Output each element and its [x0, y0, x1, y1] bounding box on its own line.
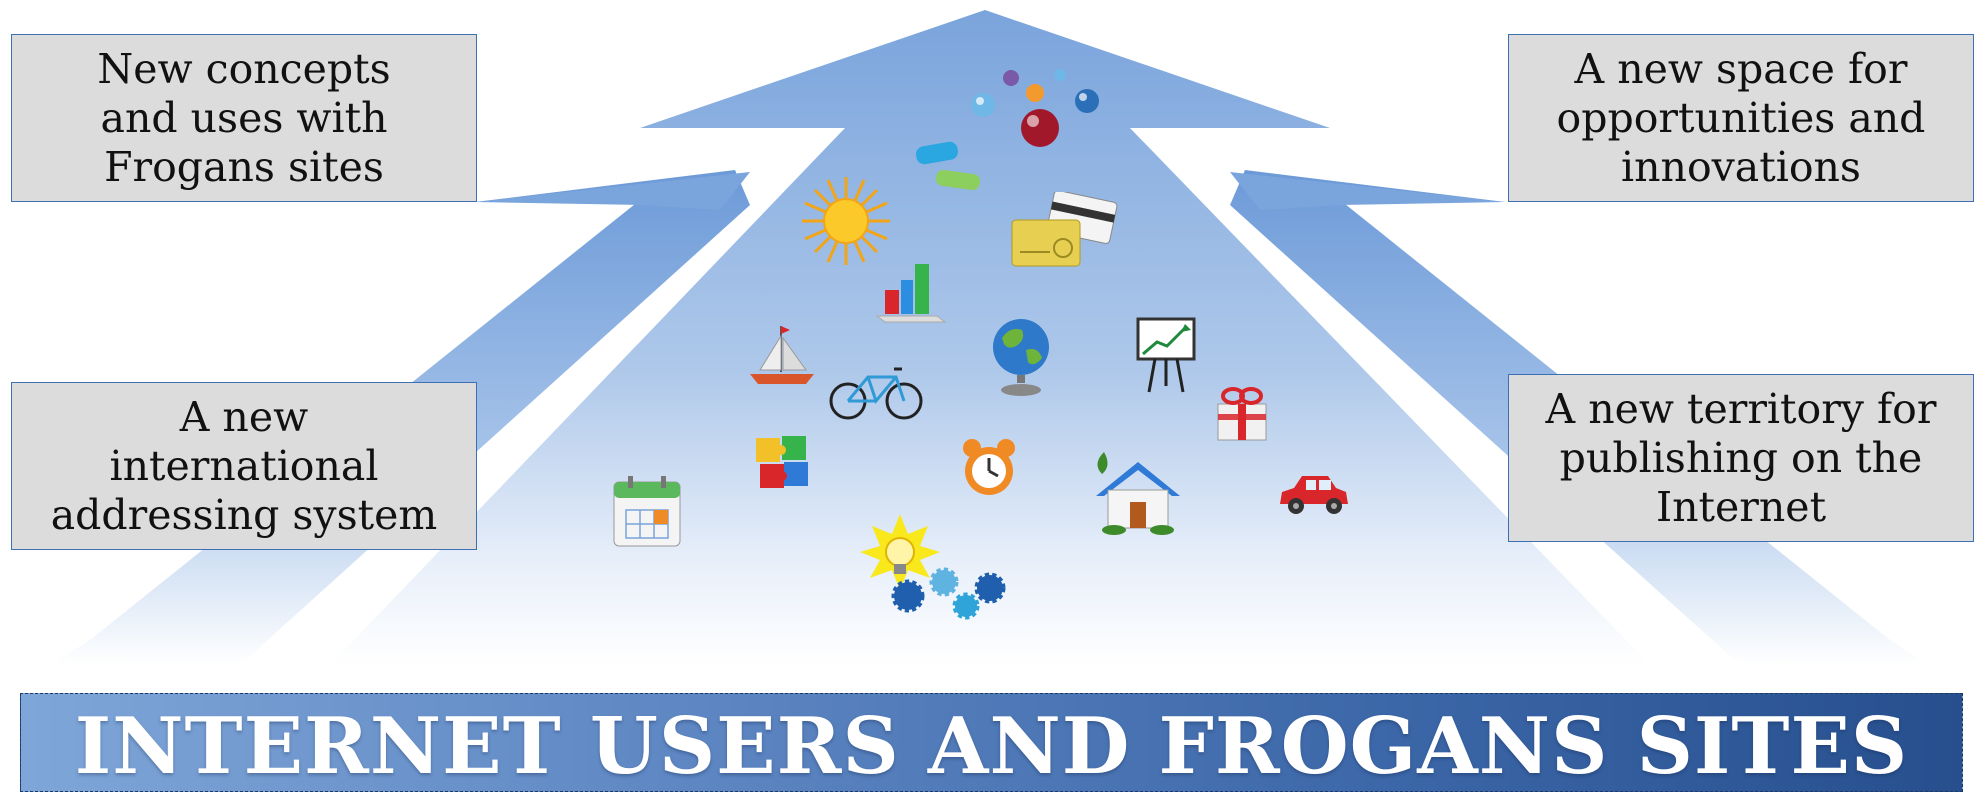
- puzzle-icon: [756, 436, 808, 488]
- globe-icon: [993, 319, 1049, 396]
- house-icon: [1096, 452, 1180, 535]
- tubes-icon: [916, 141, 980, 191]
- calendar-icon: [613, 476, 681, 547]
- sun-icon: [802, 177, 890, 265]
- title-banner: INTERNET USERS AND FROGANS SITES: [20, 693, 1963, 792]
- bar-chart-icon: [875, 264, 947, 323]
- box-new-territory: A new territory for publishing on the In…: [1508, 374, 1974, 542]
- credit-card-icon: [1011, 192, 1118, 267]
- molecules-icon: [971, 69, 1099, 147]
- sailboat-icon: [750, 326, 814, 384]
- alarm-clock-icon: [963, 439, 1015, 495]
- bicycle-icon: [829, 367, 923, 420]
- gift-icon: [1217, 387, 1267, 441]
- left-arrow-head: [475, 172, 750, 210]
- car-icon: [1280, 476, 1348, 514]
- box-new-concepts: New concepts and uses with Frogans sites: [11, 34, 477, 202]
- box-addressing-system: A new international addressing system: [11, 382, 477, 550]
- box-new-space: A new space for opportunities and innova…: [1508, 34, 1974, 202]
- right-arrow-head: [1230, 172, 1505, 210]
- growth-chart-icon: [1136, 317, 1196, 393]
- banner-title: INTERNET USERS AND FROGANS SITES: [74, 701, 1909, 792]
- lightbulb-gears-icon: [860, 514, 1006, 620]
